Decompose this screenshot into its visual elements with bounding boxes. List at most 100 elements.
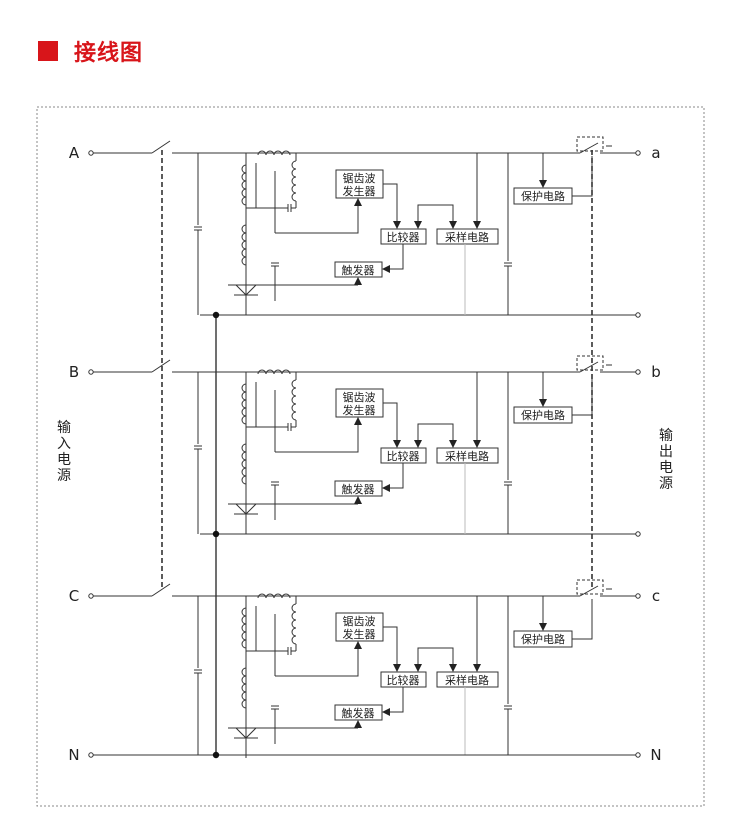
- phase-2-aux-coil: [291, 379, 297, 421]
- output-source-label-char: 源: [659, 476, 673, 492]
- phase-3-comparator-sampling-link: [417, 647, 454, 664]
- output-source-label-char: 电: [659, 460, 673, 476]
- phase-1-arrow-comparator-2-icon: [414, 221, 422, 229]
- phase-1-protection-label: 保护电路: [521, 189, 565, 203]
- phase-2-input-label: B: [69, 363, 79, 381]
- phase-1-trigger-box: [334, 261, 383, 278]
- junction-dot-2: [212, 530, 220, 538]
- phase-2-comparator-label: 比较器: [387, 449, 420, 463]
- input-source-label-char: 源: [57, 468, 71, 484]
- output-source-label-char: 输: [659, 428, 673, 444]
- phase-1-aux-coil: [291, 160, 297, 202]
- phase-2-coil-upper: [241, 383, 247, 425]
- phase-3-comparator-label: 比较器: [387, 673, 420, 687]
- phase-2-input-switch-blade: [151, 359, 171, 373]
- phase-3-output-switch-frame: [576, 579, 604, 595]
- input-source-label-char: 电: [57, 452, 71, 468]
- phase-2-feedback-to-sawtooth: [275, 425, 359, 453]
- phase-1-trigger-label: 触发器: [342, 263, 375, 277]
- phase-2-arrow-comparator-2-icon: [414, 440, 422, 448]
- phase-1-arrow-to-sawtooth-icon: [354, 198, 362, 206]
- phase-3-transformer-primary: [257, 593, 291, 599]
- phase-2-arrow-bus-sampling-icon: [473, 440, 481, 448]
- phase-3-sawtooth-to-comparator: [383, 626, 398, 664]
- phase-1-coil-lower: [241, 224, 247, 266]
- header-square-icon: [38, 41, 58, 61]
- phase-2-coil-lower: [241, 443, 247, 485]
- phase-1-arrow-trigger-icon: [354, 277, 362, 285]
- phase-3-coil-upper: [241, 607, 247, 649]
- phase-2-arrow-to-comparator-icon: [393, 440, 401, 448]
- phase-3-arrow-sampling-icon: [449, 664, 457, 672]
- phase-2-output-switch-frame: [576, 355, 604, 371]
- phase-2-sawtooth-label-1: 锯齿波: [343, 390, 376, 404]
- phase-2-sampling-box: [436, 447, 499, 464]
- phase-3-aux-coil: [291, 603, 297, 645]
- phase-2-transformer-primary: [257, 369, 291, 375]
- phase-3-arrow-protection-icon: [539, 623, 547, 631]
- junction-dot-3: [212, 751, 220, 759]
- phase-3-arrow-to-trigger-icon: [382, 708, 390, 716]
- phase-3-input-terminal: [88, 593, 94, 599]
- phase-3-arrow-to-sawtooth-icon: [354, 641, 362, 649]
- neutral-output-label: N: [650, 746, 661, 764]
- phase-2-comparator-sampling-link: [417, 423, 454, 440]
- page-title: 接线图: [74, 41, 144, 66]
- input-source-label-char: 入: [57, 436, 71, 452]
- phase-3-trigger-label: 触发器: [342, 706, 375, 720]
- phase-2-arrow-trigger-icon: [354, 496, 362, 504]
- phase-1-arrow-bus-sampling-icon: [473, 221, 481, 229]
- phase-1-sawtooth-to-comparator: [383, 183, 398, 221]
- phase-3-arrow-comparator-2-icon: [414, 664, 422, 672]
- phase-3-feedback-to-sawtooth: [275, 649, 359, 677]
- phase-2-sawtooth-to-comparator: [383, 402, 398, 440]
- phase-2-trigger-box: [334, 480, 383, 497]
- phase-3-sampling-box: [436, 671, 499, 688]
- phase-2-trigger-label: 触发器: [342, 482, 375, 496]
- phase-3-sawtooth-label-1: 锯齿波: [343, 614, 376, 628]
- phase-2-comparator-to-trigger: [390, 463, 404, 489]
- phase-1-sawtooth-box: [335, 169, 384, 199]
- phase-1-input-terminal: [88, 150, 94, 156]
- phase-3-input-switch-blade: [151, 583, 171, 597]
- phase-2-arrow-protection-icon: [539, 399, 547, 407]
- phase-1-output-terminal: [635, 150, 641, 156]
- phase-3-protection-to-switch: [572, 599, 593, 640]
- phase-2-sawtooth-label-2: 发生器: [343, 403, 376, 417]
- phase-1-output-switch-frame: [576, 136, 604, 152]
- phase-1-arrow-to-trigger-icon: [382, 265, 390, 273]
- phase-3-sampling-label: 采样电路: [445, 673, 489, 687]
- junction-dot-1: [212, 311, 220, 319]
- phase-2-return-terminal: [635, 531, 641, 537]
- phase-2-input-terminal: [88, 369, 94, 375]
- phase-2-arrow-to-trigger-icon: [382, 484, 390, 492]
- phase-2-sampling-label: 采样电路: [445, 449, 489, 463]
- phase-1-arrow-to-comparator-icon: [393, 221, 401, 229]
- phase-1-comparator-to-trigger: [390, 244, 404, 270]
- phase-1-feedback-to-sawtooth: [275, 206, 359, 234]
- neutral-output-terminal: [635, 752, 641, 758]
- phase-3-output-label: c: [652, 587, 660, 605]
- phase-3-arrow-trigger-icon: [354, 720, 362, 728]
- phase-3-protection-label: 保护电路: [521, 632, 565, 646]
- phase-1-input-label: A: [69, 144, 80, 162]
- phase-1-sampling-label: 采样电路: [445, 230, 489, 244]
- section-header: 接线图: [38, 38, 144, 66]
- phase-1-sampling-box: [436, 228, 499, 245]
- phase-3-comparator-to-trigger: [390, 687, 404, 713]
- phase-3-sawtooth-label-2: 发生器: [343, 627, 376, 641]
- phase-2-protection-to-switch: [572, 375, 593, 416]
- phase-3-arrow-to-comparator-icon: [393, 664, 401, 672]
- phase-2-output-label: b: [651, 363, 661, 381]
- phase-1-transformer-primary: [257, 150, 291, 156]
- phase-2-protection-label: 保护电路: [521, 408, 565, 422]
- phase-1-arrow-sampling-icon: [449, 221, 457, 229]
- phase-1-input-switch-blade: [151, 140, 171, 154]
- phase-3-input-label: C: [69, 587, 79, 605]
- phase-1-return-terminal: [635, 312, 641, 318]
- phase-1-sawtooth-label-1: 锯齿波: [343, 171, 376, 185]
- phase-1-comparator-sampling-link: [417, 204, 454, 221]
- neutral-input-label: N: [68, 746, 79, 764]
- phase-1-arrow-protection-icon: [539, 180, 547, 188]
- phase-2-arrow-to-sawtooth-icon: [354, 417, 362, 425]
